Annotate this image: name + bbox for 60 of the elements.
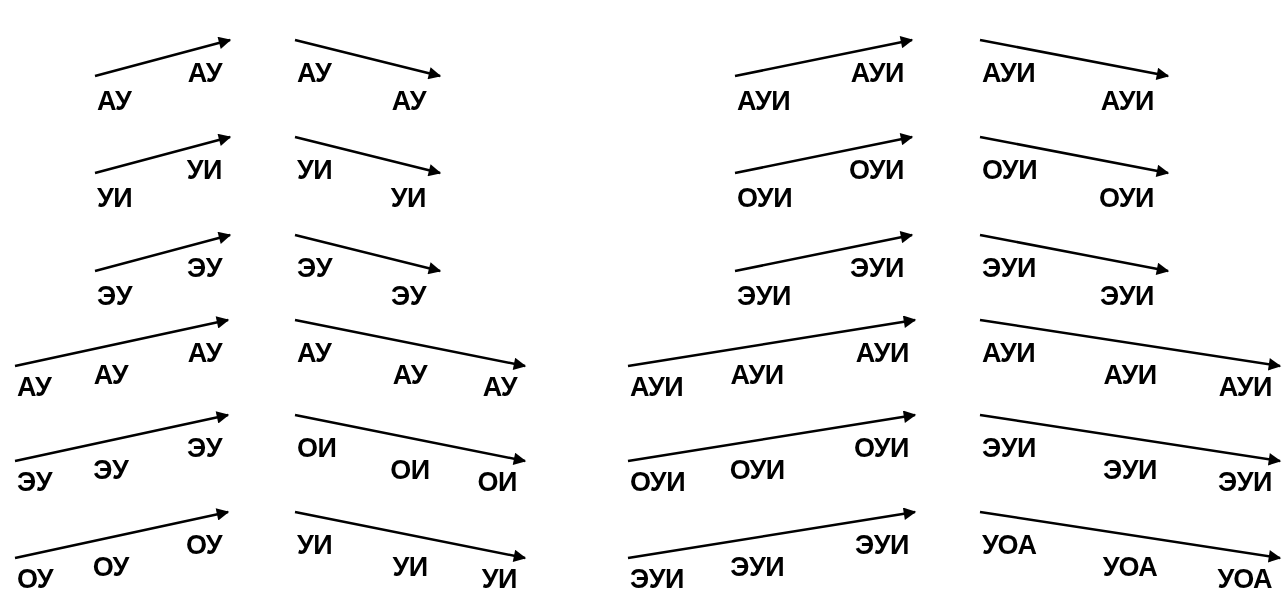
syllable-text: ОУ [185,530,222,560]
syllable-text: УИ [297,155,333,185]
syllable-text: АУИ [1218,372,1272,402]
syllable-text: ЭУИ [982,253,1036,283]
syllable-text: АУИ [630,372,684,402]
syllable-text: ОУИ [630,467,686,497]
syllable-text: АУИ [1103,360,1157,390]
syllable-text: ЭУИ [850,253,904,283]
syllable-text: ОУИ [737,183,793,213]
syllable-text: ОУ [92,552,129,582]
syllable-text: УИ [390,183,426,213]
syllable-text: ЭУ [93,455,129,485]
syllable-text: ЭУ [17,467,52,497]
syllable-text: ЭУ [97,281,132,311]
syllable-text: ОУИ [848,155,904,185]
syllable-text: АУ [297,338,332,368]
syllable-text: ЭУИ [982,433,1036,463]
syllable-text: ОУ [17,564,54,594]
syllable-text: УИ [392,552,428,582]
syllable-text: ОИ [390,455,430,485]
syllable-text: АУ [97,86,132,116]
syllable-text: ЭУ [391,281,426,311]
syllable-text: АУ [392,360,428,390]
syllable-text: АУ [187,338,222,368]
syllable-text: УОА [982,530,1037,560]
syllable-text: АУИ [730,360,784,390]
syllable-text: ЭУ [187,433,222,463]
syllable-text: АУ [391,86,426,116]
syllable-text: УИ [297,530,333,560]
syllable-text: АУИ [982,58,1036,88]
syllable-text: АУИ [737,86,791,116]
syllable-text: ОУИ [729,455,785,485]
syllable-text: АУИ [850,58,904,88]
syllable-text: ОИ [297,433,337,463]
syllable-text: АУ [482,372,517,402]
syllable-text: ЭУ [187,253,222,283]
syllable-text: АУИ [1100,86,1154,116]
syllable-text: ОИ [477,467,517,497]
syllable-text: УИ [186,155,222,185]
syllable-text: ЭУИ [630,564,684,594]
syllable-text: АУ [93,360,128,390]
syllable-text: ЭУ [297,253,332,283]
syllable-text: ЭУИ [1100,281,1154,311]
syllable-text: ОУИ [1098,183,1154,213]
syllable-text: АУ [297,58,332,88]
syllable-text: ОУИ [853,433,909,463]
syllable-text: АУ [17,372,52,402]
syllable-text: ОУИ [982,155,1038,185]
syllable-text: АУИ [982,338,1036,368]
syllable-text: ЭУИ [855,530,909,560]
syllable-text: ЭУИ [730,552,785,582]
syllable-text: УИ [481,564,517,594]
syllable-text: УОА [1217,564,1272,594]
syllable-text: АУ [187,58,222,88]
syllable-text: ЭУИ [1103,455,1157,485]
syllable-text: УОА [1102,552,1158,582]
syllable-text: ЭУИ [737,281,791,311]
syllable-text: АУИ [855,338,909,368]
syllable-text: ЭУИ [1218,467,1272,497]
syllable-text: УИ [97,183,133,213]
